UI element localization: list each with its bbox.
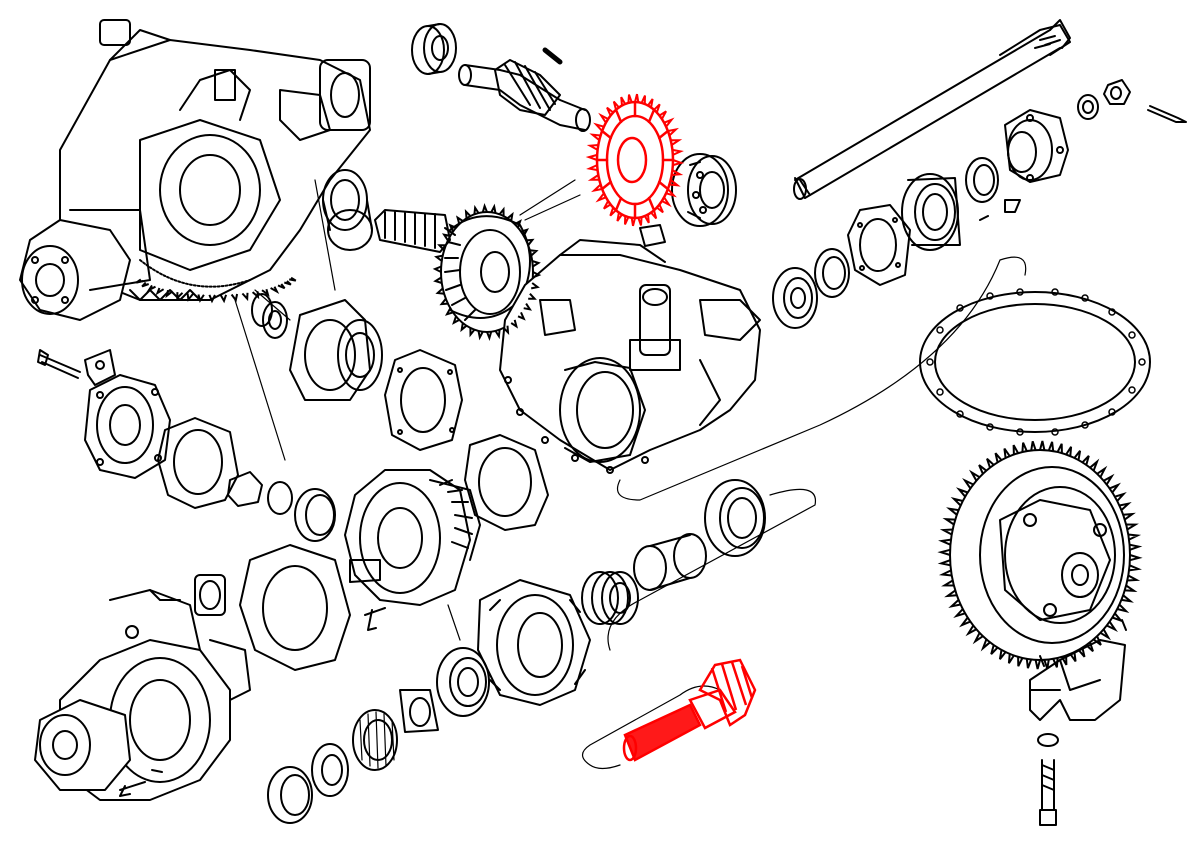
input-pinion <box>458 59 591 132</box>
cap-bolt <box>1039 759 1057 826</box>
drive-shaft <box>793 19 1071 200</box>
large-ring-gear-teeth <box>937 440 1143 670</box>
cover-plate <box>84 374 171 479</box>
thrust-washer <box>311 743 349 797</box>
needle-bearing <box>352 709 398 771</box>
washer-left <box>267 481 293 515</box>
upper-assembly-ring-teeth <box>135 276 297 304</box>
spring-set <box>581 571 639 625</box>
housing-gasket <box>919 288 1151 436</box>
bearing-race <box>322 169 373 251</box>
bolt-center <box>364 607 386 631</box>
ring-gear-teeth <box>585 93 685 227</box>
bolt-left <box>37 349 116 386</box>
oil-seal <box>965 157 999 203</box>
bolt-lower <box>119 781 146 797</box>
bearing-retainer <box>901 173 961 251</box>
clip <box>151 769 163 773</box>
pin <box>542 47 563 65</box>
small-bearing-set <box>251 293 288 339</box>
bolt-small <box>979 199 1021 221</box>
tapered-roller-bearing <box>671 153 737 227</box>
seal-left <box>294 488 336 542</box>
ring-gear-spoke <box>614 108 623 124</box>
adjusting-nut <box>289 299 383 401</box>
ring-gear-spoke <box>657 129 670 140</box>
bearing-lower <box>436 647 490 717</box>
nut-left <box>227 471 263 507</box>
ring-gear <box>595 100 675 220</box>
ring-gear-spoke <box>647 196 656 212</box>
ring-gear-spoke <box>647 108 656 124</box>
differential-housing <box>499 239 761 474</box>
gasket-center <box>464 434 549 531</box>
ring-gear-spoke <box>600 129 613 140</box>
large-ring-gear-carrier <box>949 449 1131 661</box>
ring-gear-spoke <box>614 196 623 212</box>
upper-bearing-cup <box>411 23 457 75</box>
differential-carrier <box>344 469 481 606</box>
companion-flange <box>1004 109 1069 183</box>
nut <box>1103 79 1131 105</box>
differential-assembly-upper <box>19 19 371 321</box>
sleeve <box>633 533 707 591</box>
differential-assembly-lower <box>34 574 251 801</box>
gasket-lower <box>239 544 351 671</box>
bearing-cap <box>1029 639 1126 721</box>
gasket-left <box>157 417 239 509</box>
gasket-mid <box>384 349 463 451</box>
side-bearing <box>772 267 818 329</box>
ring-gear-spoke <box>657 180 670 191</box>
washer-cap <box>1037 733 1059 747</box>
spacer-lower <box>399 689 439 733</box>
ring-gear-spoke <box>600 180 613 191</box>
center-ring-gear-teeth <box>432 203 542 341</box>
plug <box>639 224 666 247</box>
bearing-carrier-lower <box>477 579 591 706</box>
lock-ring <box>267 766 313 824</box>
spacer-ring <box>814 248 850 298</box>
cotter-pin <box>1147 105 1187 123</box>
pinion-shaft <box>622 658 757 762</box>
seal-lower <box>704 479 766 557</box>
washer <box>1077 94 1099 120</box>
gasket-ring <box>847 204 911 286</box>
